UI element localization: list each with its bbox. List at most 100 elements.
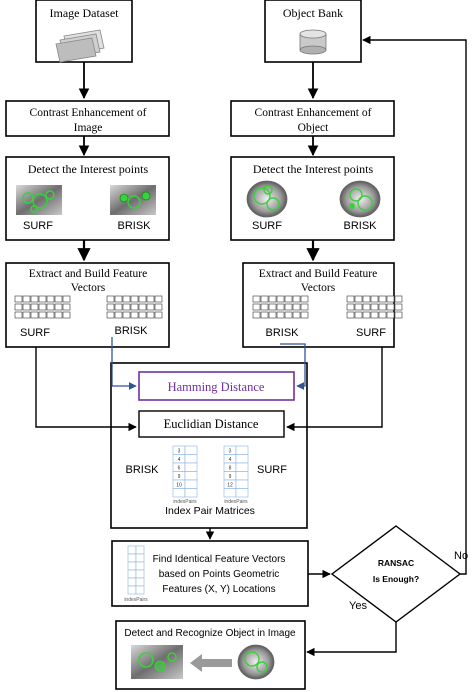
feature-cell — [14, 295, 23, 303]
matrix-cell — [184, 479, 198, 489]
feature-cell — [54, 295, 63, 303]
feature-cell — [252, 303, 261, 311]
feature-cell — [106, 311, 115, 319]
feature-cell — [268, 303, 277, 311]
recognized-image — [131, 645, 183, 679]
feature-cell — [130, 303, 139, 311]
feature-cell — [154, 295, 163, 303]
find-line3: Features (X, Y) Locations — [162, 584, 275, 595]
feature-cell — [284, 303, 293, 311]
matrix-value: 3 — [178, 449, 181, 455]
feature-cell — [252, 295, 261, 303]
detect-recognize-title: Detect and Recognize Object in Image — [124, 628, 296, 639]
feature-cell — [284, 311, 293, 319]
feature-cell — [370, 295, 379, 303]
feature-cell — [38, 295, 47, 303]
feature-cell — [46, 311, 55, 319]
feature-cell — [22, 303, 31, 311]
feature-cell — [62, 295, 71, 303]
brisk-detection-image — [110, 185, 156, 215]
find-identical-box — [111, 540, 309, 607]
surf-detection-image — [16, 185, 62, 215]
index-pair-matrices-caption: Index Pair Matrices — [165, 505, 255, 517]
matrix-value: 9 — [178, 474, 181, 480]
find-line1: Find Identical Feature Vectors — [153, 554, 286, 565]
euclidian-distance-box — [138, 410, 285, 438]
surf-object-detection-image — [246, 180, 288, 218]
detect-object-brisk-label: BRISK — [343, 220, 377, 232]
matrix-value: 6 — [178, 466, 181, 472]
matrix-cell — [135, 545, 145, 555]
matrix-cell — [223, 488, 237, 498]
feature-cell — [30, 295, 39, 303]
feature-cell — [14, 303, 23, 311]
matrix-cell — [127, 561, 137, 571]
hamming-distance-box — [138, 371, 295, 401]
feature-cell — [46, 295, 55, 303]
matrix-cell — [135, 585, 145, 595]
matrix-cell — [184, 462, 198, 472]
object-image — [237, 644, 275, 680]
matrix-cell — [127, 577, 137, 587]
matrix-cell — [127, 553, 137, 563]
contrast-image-line1: Contrast Enhancement of — [30, 107, 147, 119]
feature-cell — [30, 303, 39, 311]
feature-cell — [268, 311, 277, 319]
feature-cell — [362, 295, 371, 303]
matrix-cell — [135, 561, 145, 571]
feature-cell — [146, 295, 155, 303]
detect-object-title: Detect the Interest points — [253, 162, 374, 176]
matrix-cell — [184, 488, 198, 498]
feature-cell — [386, 295, 395, 303]
extract-object-line2: Vectors — [301, 282, 336, 294]
detect-image-brisk-label: BRISK — [117, 220, 151, 232]
feature-cell — [362, 303, 371, 311]
feature-cell — [46, 303, 55, 311]
feature-cell — [300, 303, 309, 311]
feature-cell — [114, 311, 123, 319]
feature-cell — [106, 295, 115, 303]
feature-cell — [22, 295, 31, 303]
matching-surf-label: SURF — [257, 464, 287, 476]
feature-cell — [122, 303, 131, 311]
surf-feature-grid-object — [346, 295, 403, 319]
feature-cell — [62, 303, 71, 311]
left-arrow-icon — [190, 654, 232, 672]
detect-image-surf-label: SURF — [23, 220, 53, 232]
feature-cell — [370, 303, 379, 311]
feature-cell — [362, 311, 371, 319]
find-matrix-label: indexPairs — [124, 597, 148, 603]
feature-cell — [276, 295, 285, 303]
matrix-right-label: indexPairs — [224, 499, 248, 505]
feature-cell — [354, 303, 363, 311]
matrix-cell — [172, 488, 186, 498]
detect-object-surf-label: SURF — [252, 220, 282, 232]
matrix-cell — [184, 454, 198, 464]
feature-cell — [394, 311, 403, 319]
ransac-yes-label: Yes — [349, 600, 367, 612]
feature-cell — [138, 311, 147, 319]
matrix-cell — [184, 445, 198, 455]
feature-cell — [276, 311, 285, 319]
feature-cell — [386, 303, 395, 311]
brisk-feature-grid-image — [106, 295, 163, 319]
feature-cell — [62, 311, 71, 319]
feature-cell — [260, 311, 269, 319]
feature-cell — [30, 311, 39, 319]
feature-cell — [292, 303, 301, 311]
extract-image-brisk-label: BRISK — [114, 325, 148, 337]
matrix-cell — [135, 553, 145, 563]
feature-cell — [114, 295, 123, 303]
brisk-feature-grid-object — [252, 295, 309, 319]
matrix-cell — [135, 577, 145, 587]
feature-cell — [38, 311, 47, 319]
matrix-value: 4 — [229, 457, 232, 463]
feature-cell — [22, 311, 31, 319]
feature-cell — [354, 295, 363, 303]
feature-cell — [292, 295, 301, 303]
brisk-object-detection-image — [339, 180, 381, 218]
matrix-cell — [235, 471, 249, 481]
feature-cell — [346, 303, 355, 311]
extract-image-surf-label: SURF — [20, 327, 50, 339]
